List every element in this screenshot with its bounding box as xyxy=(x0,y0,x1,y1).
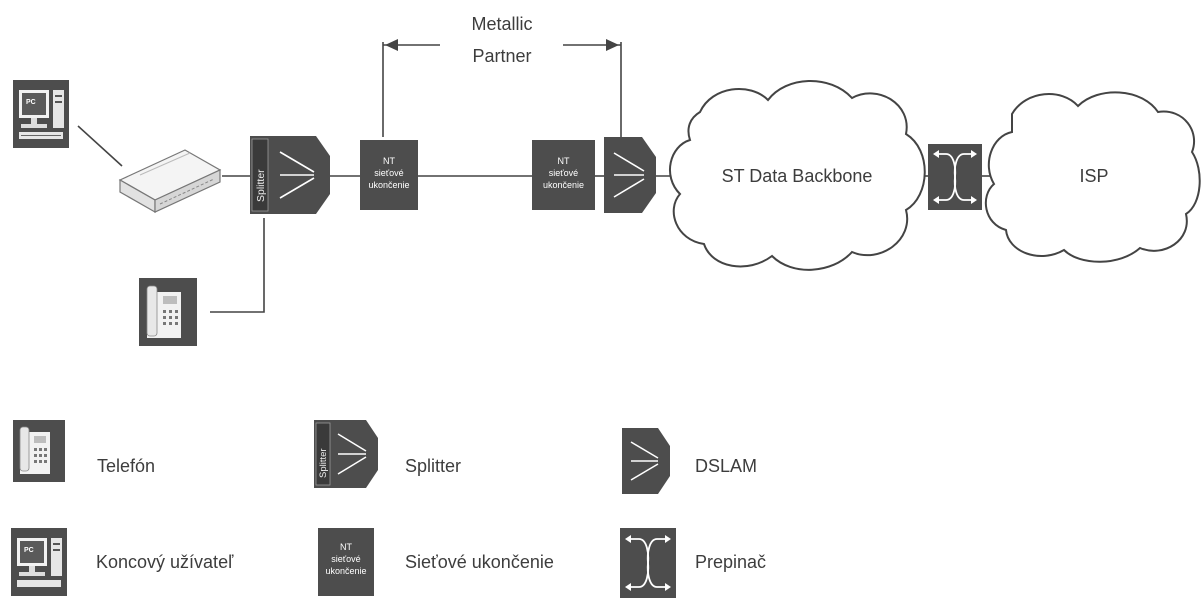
svg-text:sieťové: sieťové xyxy=(374,168,403,178)
legend-label-koncovy: Koncový užívateľ xyxy=(96,552,234,572)
modem-icon xyxy=(118,149,222,214)
span-label-line1: Metallic xyxy=(471,14,532,34)
legend-switch-icon xyxy=(620,528,676,598)
legend-label-splitter: Splitter xyxy=(405,456,462,476)
svg-text:sieťové: sieťové xyxy=(331,554,360,564)
splitter-text: Splitter xyxy=(255,169,267,202)
span-label-line2: Partner xyxy=(472,46,531,66)
legend-pc-icon: PC xyxy=(11,528,67,596)
splitter-phone-link xyxy=(210,218,265,313)
nt-icon-2: NT sieťové ukončenie xyxy=(532,140,595,210)
legend-label-dslam: DSLAM xyxy=(695,456,758,476)
legend-label-telefon: Telefón xyxy=(97,456,156,476)
legend-label-sietove: Sieťové ukončenie xyxy=(405,552,554,572)
metallic-partner-bracket: Metallic Partner xyxy=(382,14,622,137)
svg-text:NT: NT xyxy=(340,542,352,552)
backbone-cloud: ST Data Backbone xyxy=(669,80,926,271)
svg-text:Splitter: Splitter xyxy=(318,448,329,478)
legend-dslam-icon xyxy=(622,428,670,494)
phone-icon xyxy=(139,278,197,346)
legend-label-prepinac: Prepinač xyxy=(695,552,767,572)
arrow-right-icon xyxy=(606,39,619,51)
isp-label: ISP xyxy=(1079,166,1108,186)
svg-text:NT: NT xyxy=(383,156,395,166)
svg-text:PC: PC xyxy=(24,547,34,554)
connection-lines xyxy=(77,125,994,313)
switch-icon xyxy=(928,144,982,210)
pc-icon: PC xyxy=(13,80,69,148)
svg-text:ukončenie: ukončenie xyxy=(368,180,409,190)
svg-text:sieťové: sieťové xyxy=(549,168,578,178)
legend-splitter-icon: Splitter xyxy=(314,420,378,488)
dslam-icon xyxy=(604,137,656,213)
splitter-icon: Splitter xyxy=(250,136,330,214)
nt-icon-1: NT sieťové ukončenie xyxy=(360,140,418,210)
legend-phone-icon xyxy=(13,420,65,482)
backbone-label: ST Data Backbone xyxy=(722,166,873,186)
arrow-left-icon xyxy=(385,39,398,51)
legend-nt-icon: NT sieťové ukončenie xyxy=(318,528,374,596)
pc-text: PC xyxy=(26,99,36,106)
isp-cloud: ISP xyxy=(985,91,1201,263)
svg-text:ukončenie: ukončenie xyxy=(325,566,366,576)
svg-text:ukončenie: ukončenie xyxy=(543,180,584,190)
pc-modem-link xyxy=(77,125,123,167)
svg-text:NT: NT xyxy=(558,156,570,166)
